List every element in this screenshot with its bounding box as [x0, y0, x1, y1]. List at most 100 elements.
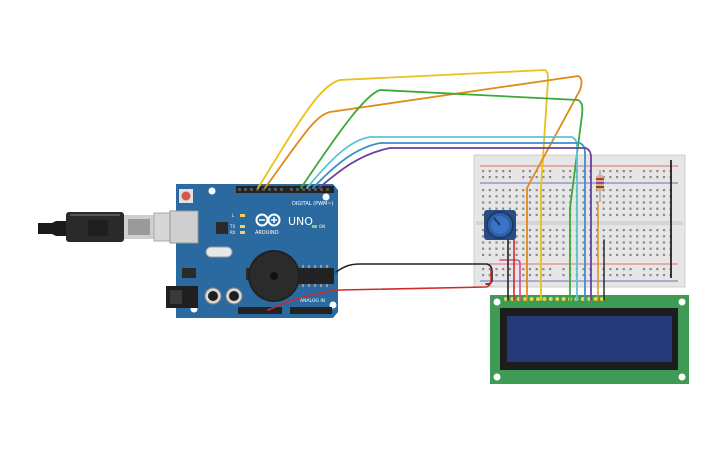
breadboard-hole — [616, 201, 619, 204]
breadboard-hole — [656, 274, 659, 277]
breadboard-hole — [642, 268, 645, 271]
breadboard-hole — [642, 195, 645, 198]
lcd-pin[interactable] — [600, 297, 604, 301]
breadboard-hole — [528, 241, 532, 244]
breadboard-hole — [662, 274, 666, 277]
breadboard-hole — [609, 213, 612, 216]
potentiometer[interactable] — [484, 210, 516, 240]
breadboard-hole — [622, 235, 625, 238]
breadboard-hole — [609, 247, 612, 250]
breadboard-hole — [555, 235, 558, 238]
wire-red — [267, 269, 492, 311]
breadboard-hole — [535, 195, 538, 198]
breadboard-hole — [649, 213, 652, 216]
usb-cable[interactable] — [38, 212, 179, 242]
lcd-pin[interactable] — [536, 297, 540, 301]
breadboard-hole — [542, 176, 545, 179]
breadboard-hole — [555, 201, 558, 204]
breadboard-hole — [595, 253, 599, 256]
wire-purple — [318, 147, 592, 301]
breadboard-hole — [629, 241, 632, 244]
lcd-pin[interactable] — [548, 297, 553, 301]
breadboard-hole — [622, 176, 625, 179]
wires — [257, 69, 605, 311]
breadboard-hole — [528, 170, 532, 173]
breadboard-hole — [609, 241, 612, 244]
breadboard-hole — [609, 189, 612, 192]
breadboard-hole — [569, 170, 572, 173]
breadboard-hole — [656, 195, 659, 198]
breadboard-hole — [656, 170, 659, 173]
breadboard-hole — [495, 170, 498, 173]
breadboard-hole — [482, 229, 485, 232]
breadboard-hole — [542, 268, 545, 271]
breadboard-hole — [609, 176, 612, 179]
breadboard-hole — [642, 201, 645, 204]
breadboard-hole — [616, 274, 619, 277]
breadboard-hole — [515, 213, 518, 216]
breadboard-hole — [636, 213, 639, 216]
lcd-pin[interactable] — [593, 297, 598, 301]
breadboard-hole — [555, 241, 558, 244]
breadboard-hole — [616, 247, 619, 250]
breadboard-hole — [549, 274, 552, 277]
breadboard-hole — [642, 235, 645, 238]
breadboard-hole — [555, 229, 558, 232]
breadboard-hole — [642, 274, 645, 277]
breadboard-hole — [522, 235, 525, 238]
wire-green — [300, 89, 584, 301]
lcd-pin[interactable] — [529, 297, 534, 301]
resistor[interactable] — [596, 170, 604, 202]
breadboard-hole — [656, 235, 659, 238]
breadboard-hole — [488, 195, 491, 198]
breadboard-hole — [549, 207, 552, 210]
lcd-pin[interactable] — [555, 297, 560, 301]
breadboard-hole — [549, 268, 552, 271]
lcd-pin[interactable] — [504, 297, 508, 301]
breadboard-hole — [562, 235, 565, 238]
mounting-hole — [678, 298, 686, 306]
breadboard-hole — [535, 241, 538, 244]
status-leds — [240, 214, 317, 234]
breadboard-hole — [515, 189, 518, 192]
breadboard-hole — [662, 176, 666, 179]
arduino-uno-board[interactable]: DIGITAL (PWM~) UNO ARDUINO L TX RX ON — [166, 184, 338, 318]
lcd-pin[interactable] — [561, 297, 566, 301]
breadboard-hole — [595, 229, 599, 232]
lcd-16x2[interactable] — [490, 295, 689, 384]
mounting-hole — [208, 187, 216, 195]
breadboard-hole — [542, 201, 545, 204]
breadboard-hole — [542, 229, 545, 232]
breadboard-hole — [602, 229, 605, 232]
breadboard-hole — [488, 241, 491, 244]
breadboard-hole — [649, 176, 652, 179]
piezo-buzzer[interactable] — [248, 250, 300, 302]
breadboard-hole — [582, 235, 585, 238]
breadboard-hole — [616, 253, 619, 256]
breadboard-hole — [555, 195, 558, 198]
breadboard-hole — [488, 201, 491, 204]
reset-button[interactable] — [179, 189, 193, 203]
breadboard-hole — [528, 213, 532, 216]
led-label-tx: TX — [229, 224, 235, 229]
power-jack[interactable] — [166, 286, 198, 308]
wire-yellow — [257, 69, 549, 301]
breadboard-hole — [482, 170, 485, 173]
lcd-pin[interactable] — [542, 297, 547, 301]
breadboard-hole — [535, 229, 538, 232]
breadboard-hole — [522, 274, 525, 277]
breadboard-hole — [616, 170, 619, 173]
breadboard-hole — [562, 274, 565, 277]
breadboard-hole — [622, 170, 625, 173]
power-header — [238, 307, 282, 314]
breadboard-hole — [535, 213, 538, 216]
breadboard-hole — [495, 201, 498, 204]
breadboard-hole — [528, 268, 532, 271]
breadboard-hole — [609, 201, 612, 204]
breadboard-hole — [622, 189, 625, 192]
breadboard-hole — [508, 170, 511, 173]
breadboard-hole — [482, 195, 485, 198]
breadboard-hole — [582, 241, 585, 244]
lcd-pin[interactable] — [580, 297, 585, 301]
breadboard-hole — [522, 213, 525, 216]
